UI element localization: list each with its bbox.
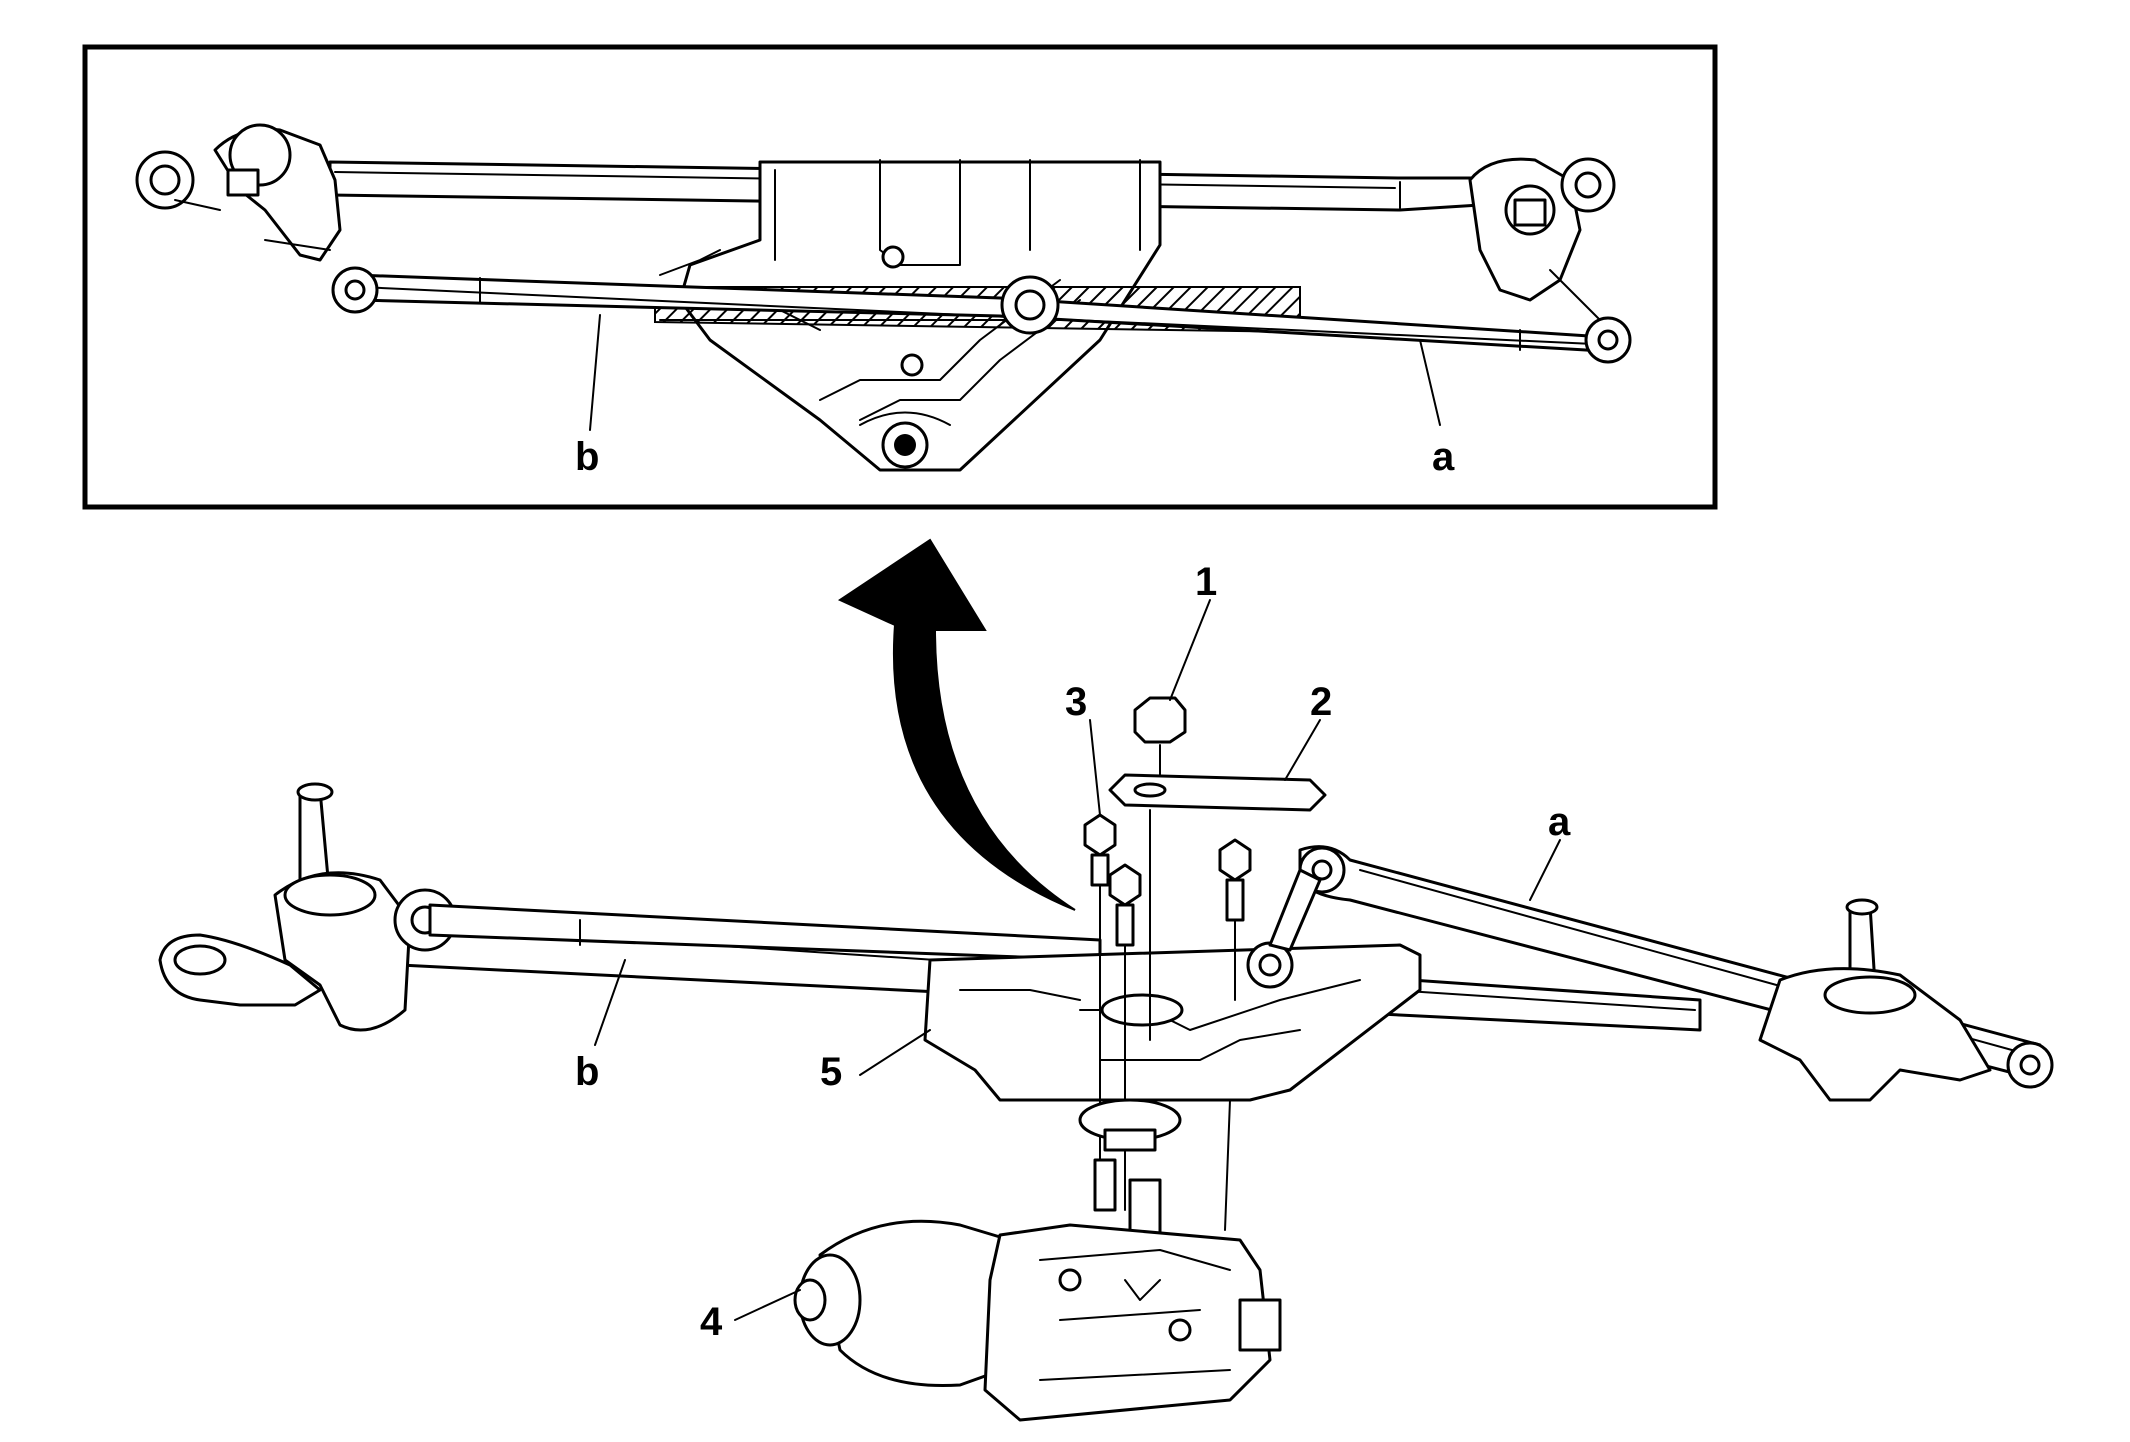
leader-1 bbox=[1169, 599, 1211, 701]
leader-4 bbox=[734, 1289, 801, 1321]
inset-left-pivot bbox=[135, 123, 379, 314]
inset-label-b: b bbox=[575, 435, 599, 479]
left-pivot-assembly bbox=[158, 782, 457, 1032]
curved-arrow-up-icon bbox=[837, 538, 1076, 911]
leader-2 bbox=[1284, 719, 1321, 781]
inset-leader-a bbox=[1419, 339, 1441, 426]
label-main-b: b bbox=[575, 1050, 599, 1094]
inset-right-pivot bbox=[1468, 157, 1632, 364]
label-4: 4 bbox=[700, 1300, 723, 1344]
label-5: 5 bbox=[820, 1050, 842, 1094]
label-2: 2 bbox=[1310, 680, 1332, 724]
part-4-motor bbox=[793, 1098, 1282, 1422]
wiper-frame bbox=[923, 941, 1422, 1102]
inset-label-a: a bbox=[1432, 435, 1455, 479]
main-assembly: 1 2 3 4 5 a b bbox=[158, 560, 2054, 1422]
label-main-a: a bbox=[1548, 800, 1571, 844]
right-pivot-assembly bbox=[1758, 898, 1992, 1102]
leader-main-b bbox=[594, 959, 626, 1046]
leader-5 bbox=[859, 1029, 931, 1076]
leader-main-a bbox=[1529, 839, 1561, 901]
leader-3 bbox=[1089, 719, 1101, 816]
label-3: 3 bbox=[1065, 680, 1087, 724]
inset-leader-b bbox=[589, 314, 601, 431]
motor-crank-link bbox=[1268, 868, 1322, 952]
detail-inset: b a bbox=[82, 44, 1718, 510]
label-1: 1 bbox=[1195, 560, 1217, 604]
part-2-pad bbox=[1108, 773, 1327, 1041]
part-1-nut bbox=[1133, 696, 1187, 776]
